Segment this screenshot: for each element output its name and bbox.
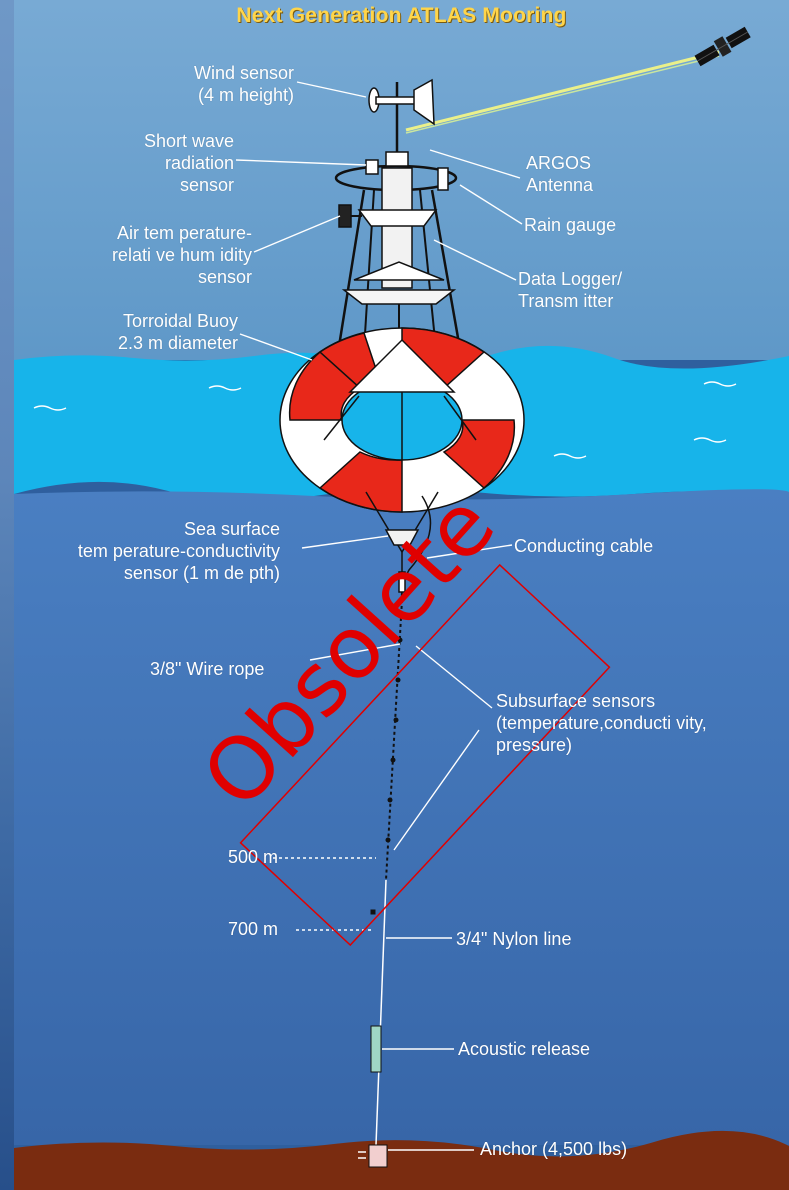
label-depth-700m: 700 m [228,918,278,940]
diagram-title: Next Generation ATLAS Mooring [14,4,789,28]
label-data-logger: Data Logger/Transm itter [518,268,622,312]
label-rain-gauge: Rain gauge [524,214,616,236]
toroidal-buoy-icon [280,328,524,512]
label-conducting-cable: Conducting cable [514,535,653,557]
label-nylon-line: 3/4" Nylon line [456,928,571,950]
ocean-photo-border [0,0,14,1190]
mooring-diagram: Next Generation ATLAS Mooring Wind senso… [14,0,789,1190]
label-depth-500m: 500 m [228,846,278,868]
label-acoustic-release: Acoustic release [458,1038,590,1060]
label-anchor: Anchor (4,500 lbs) [480,1138,627,1160]
label-wire-rope: 3/8" Wire rope [150,658,264,680]
air-temp-sensor-icon [339,205,351,227]
label-wind-sensor: Wind sensor(4 m height) [154,62,294,106]
label-subsurface-sensors: Subsurface sensors(temperature,conducti … [496,690,707,756]
acoustic-release-icon [371,1026,381,1072]
